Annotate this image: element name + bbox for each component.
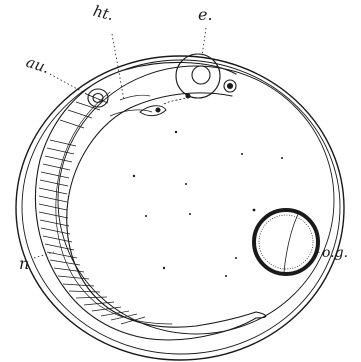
- oil-globule: [254, 210, 318, 274]
- label-heart: ht.: [91, 4, 114, 24]
- label-notochord: n: [19, 256, 29, 272]
- somites: [39, 94, 145, 324]
- yolk-specks: [133, 131, 283, 277]
- eye-lens: [192, 66, 210, 84]
- auditory-vesicle: [88, 89, 108, 107]
- notochord: [56, 92, 172, 324]
- yolk-sac: [58, 66, 334, 334]
- embryo-dorsal-outline: [35, 62, 256, 340]
- label-oil-globule: o.g.: [322, 246, 348, 260]
- label-eye: e.: [198, 7, 213, 23]
- egg-membrane-outer: [16, 56, 344, 360]
- heart: [140, 106, 166, 116]
- tail-tip: [256, 312, 266, 318]
